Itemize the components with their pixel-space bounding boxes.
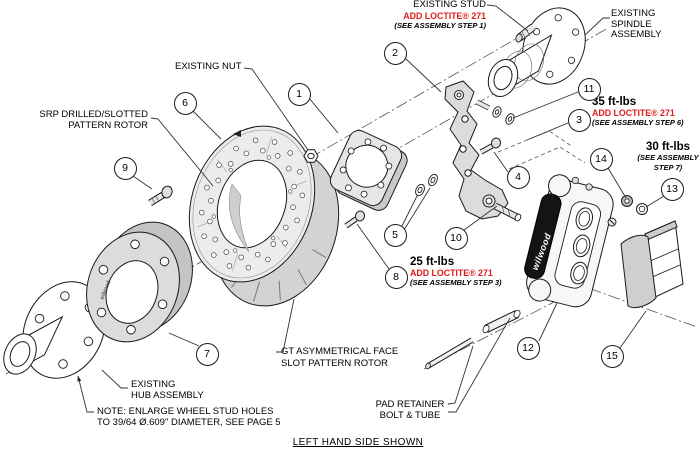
torque-35-step: (SEE ASSEMBLY STEP 6) (592, 118, 684, 127)
rotor-drawing (188, 125, 340, 307)
label-spindle-assembly: EXISTING SPINDLE ASSEMBLY (611, 8, 662, 41)
callout-15-number: 15 (606, 350, 618, 362)
footer-text: LEFT HAND SIDE SHOWN (292, 437, 424, 448)
brake-pads-drawing (620, 220, 684, 309)
callout-3-number: 3 (576, 114, 582, 126)
torque-35-value: 35 ft-lbs (592, 96, 637, 108)
callout-13-number: 13 (666, 183, 678, 195)
footer-caption: LEFT HAND SIDE SHOWN (277, 437, 439, 449)
callout-12: 12 (516, 336, 540, 360)
spindle-assembly-drawing (487, 7, 586, 98)
callout-6: 6 (173, 91, 197, 115)
gt-line1: GT ASYMMETRICAL FACE (281, 346, 399, 357)
callout-7-number: 7 (204, 348, 210, 360)
spindle-line2: SPINDLE (611, 18, 652, 30)
spindle-line1: EXISTING (611, 8, 656, 19)
callout-4: 4 (506, 165, 530, 189)
note-line2: TO 39/64 Ø.609" DIAMETER, SEE PAGE 5 (97, 417, 281, 428)
callout-1: 1 (287, 82, 311, 106)
bolt-path-dashes (497, 130, 586, 170)
note-line1: NOTE: ENLARGE WHEEL STUD HOLES (97, 406, 274, 417)
washers-drawing (415, 173, 438, 197)
callout-7: 7 (195, 342, 219, 366)
hub-line2: HUB ASSEMBLY (131, 390, 204, 401)
existing-stud-title: EXISTING STUD (413, 0, 486, 10)
caliper-bracket-drawing (444, 80, 522, 222)
label-torque-30: 30 ft-lbs (SEE ASSEMBLY STEP 7) (636, 142, 700, 174)
callout-10-number: 10 (450, 232, 462, 244)
pad-retainer-line2: BOLT & TUBE (379, 410, 441, 421)
label-pad-retainer: PAD RETAINER BOLT & TUBE (374, 399, 446, 421)
srp-line2: PATTERN ROTOR (68, 119, 148, 131)
gt-line2: SLOT PATTERN ROTOR (281, 358, 388, 369)
torque-25-value: 25 ft-lbs (410, 256, 455, 268)
callout-12-number: 12 (522, 342, 534, 354)
rotation-arrow-icon (233, 130, 241, 137)
srp-line1: SRP DRILLED/SLOTTED (39, 109, 148, 120)
label-gt-rotor: GT ASYMMETRICAL FACE SLOT PATTERN ROTOR (281, 346, 398, 370)
existing-nut-text: EXISTING NUT (175, 61, 242, 72)
leader-lines (77, 4, 665, 413)
callout-9-number: 9 (122, 162, 128, 174)
callout-13: 13 (660, 177, 684, 201)
label-torque-25: 25 ft-lbs ADD LOCTITE® 271 (SEE ASSEMBLY… (410, 257, 502, 289)
callout-10: 10 (444, 226, 468, 250)
pad-retainer-drawing (425, 309, 521, 370)
callout-2: 2 (383, 41, 407, 65)
torque-30-value: 30 ft-lbs (645, 141, 691, 153)
torque-30-step1: (SEE ASSEMBLY (637, 152, 699, 162)
label-note: NOTE: ENLARGE WHEEL STUD HOLES TO 39/64 … (97, 406, 281, 428)
callout-4-number: 4 (515, 171, 521, 183)
callout-1-number: 1 (296, 88, 302, 100)
label-hub-assembly: EXISTING HUB ASSEMBLY (131, 379, 204, 401)
label-torque-35: 35 ft-lbs ADD LOCTITE® 271 (SEE ASSEMBLY… (592, 97, 684, 129)
callout-6-number: 6 (182, 97, 188, 109)
callout-15: 15 (600, 344, 624, 368)
existing-stud-loctite: ADD LOCTITE® 271 (403, 10, 486, 21)
hub-assembly-drawing (3, 281, 106, 379)
callout-5: 5 (383, 223, 407, 247)
pad-retainer-line1: PAD RETAINER (375, 399, 445, 410)
existing-stud-step: (SEE ASSEMBLY STEP 1) (394, 21, 486, 30)
callout-5-number: 5 (392, 229, 398, 241)
torque-25-step: (SEE ASSEMBLY STEP 3) (410, 278, 502, 287)
callout-8-number: 8 (393, 271, 399, 283)
callout-11: 11 (577, 77, 601, 101)
torque-30-step2: STEP 7) (653, 163, 683, 172)
callout-14-number: 14 (595, 153, 607, 165)
label-existing-stud: EXISTING STUD ADD LOCTITE® 271 (SEE ASSE… (360, 0, 486, 32)
rotor-bolts-drawing (148, 185, 366, 229)
hub-line1: EXISTING (131, 379, 176, 390)
callout-11-number: 11 (583, 83, 595, 95)
spindle-line3: ASSEMBLY (611, 29, 662, 40)
callout-3: 3 (567, 108, 591, 132)
callout-9: 9 (113, 156, 137, 180)
torque-25-loctite: ADD LOCTITE® 271 (410, 267, 493, 278)
torque-35-loctite: ADD LOCTITE® 271 (592, 107, 675, 118)
label-existing-nut: EXISTING NUT (175, 61, 242, 73)
existing-stud-drawing (515, 23, 536, 43)
existing-nut-drawing (303, 149, 319, 163)
rotor-hat-drawing: wilwood (86, 221, 193, 343)
callout-2-number: 2 (392, 47, 398, 59)
callout-14: 14 (589, 147, 613, 171)
adapter-plate-drawing (329, 129, 408, 211)
label-srp-rotor: SRP DRILLED/SLOTTED PATTERN ROTOR (28, 109, 148, 131)
callout-8: 8 (384, 265, 408, 289)
caliper-drawing: wilwood (524, 174, 648, 308)
